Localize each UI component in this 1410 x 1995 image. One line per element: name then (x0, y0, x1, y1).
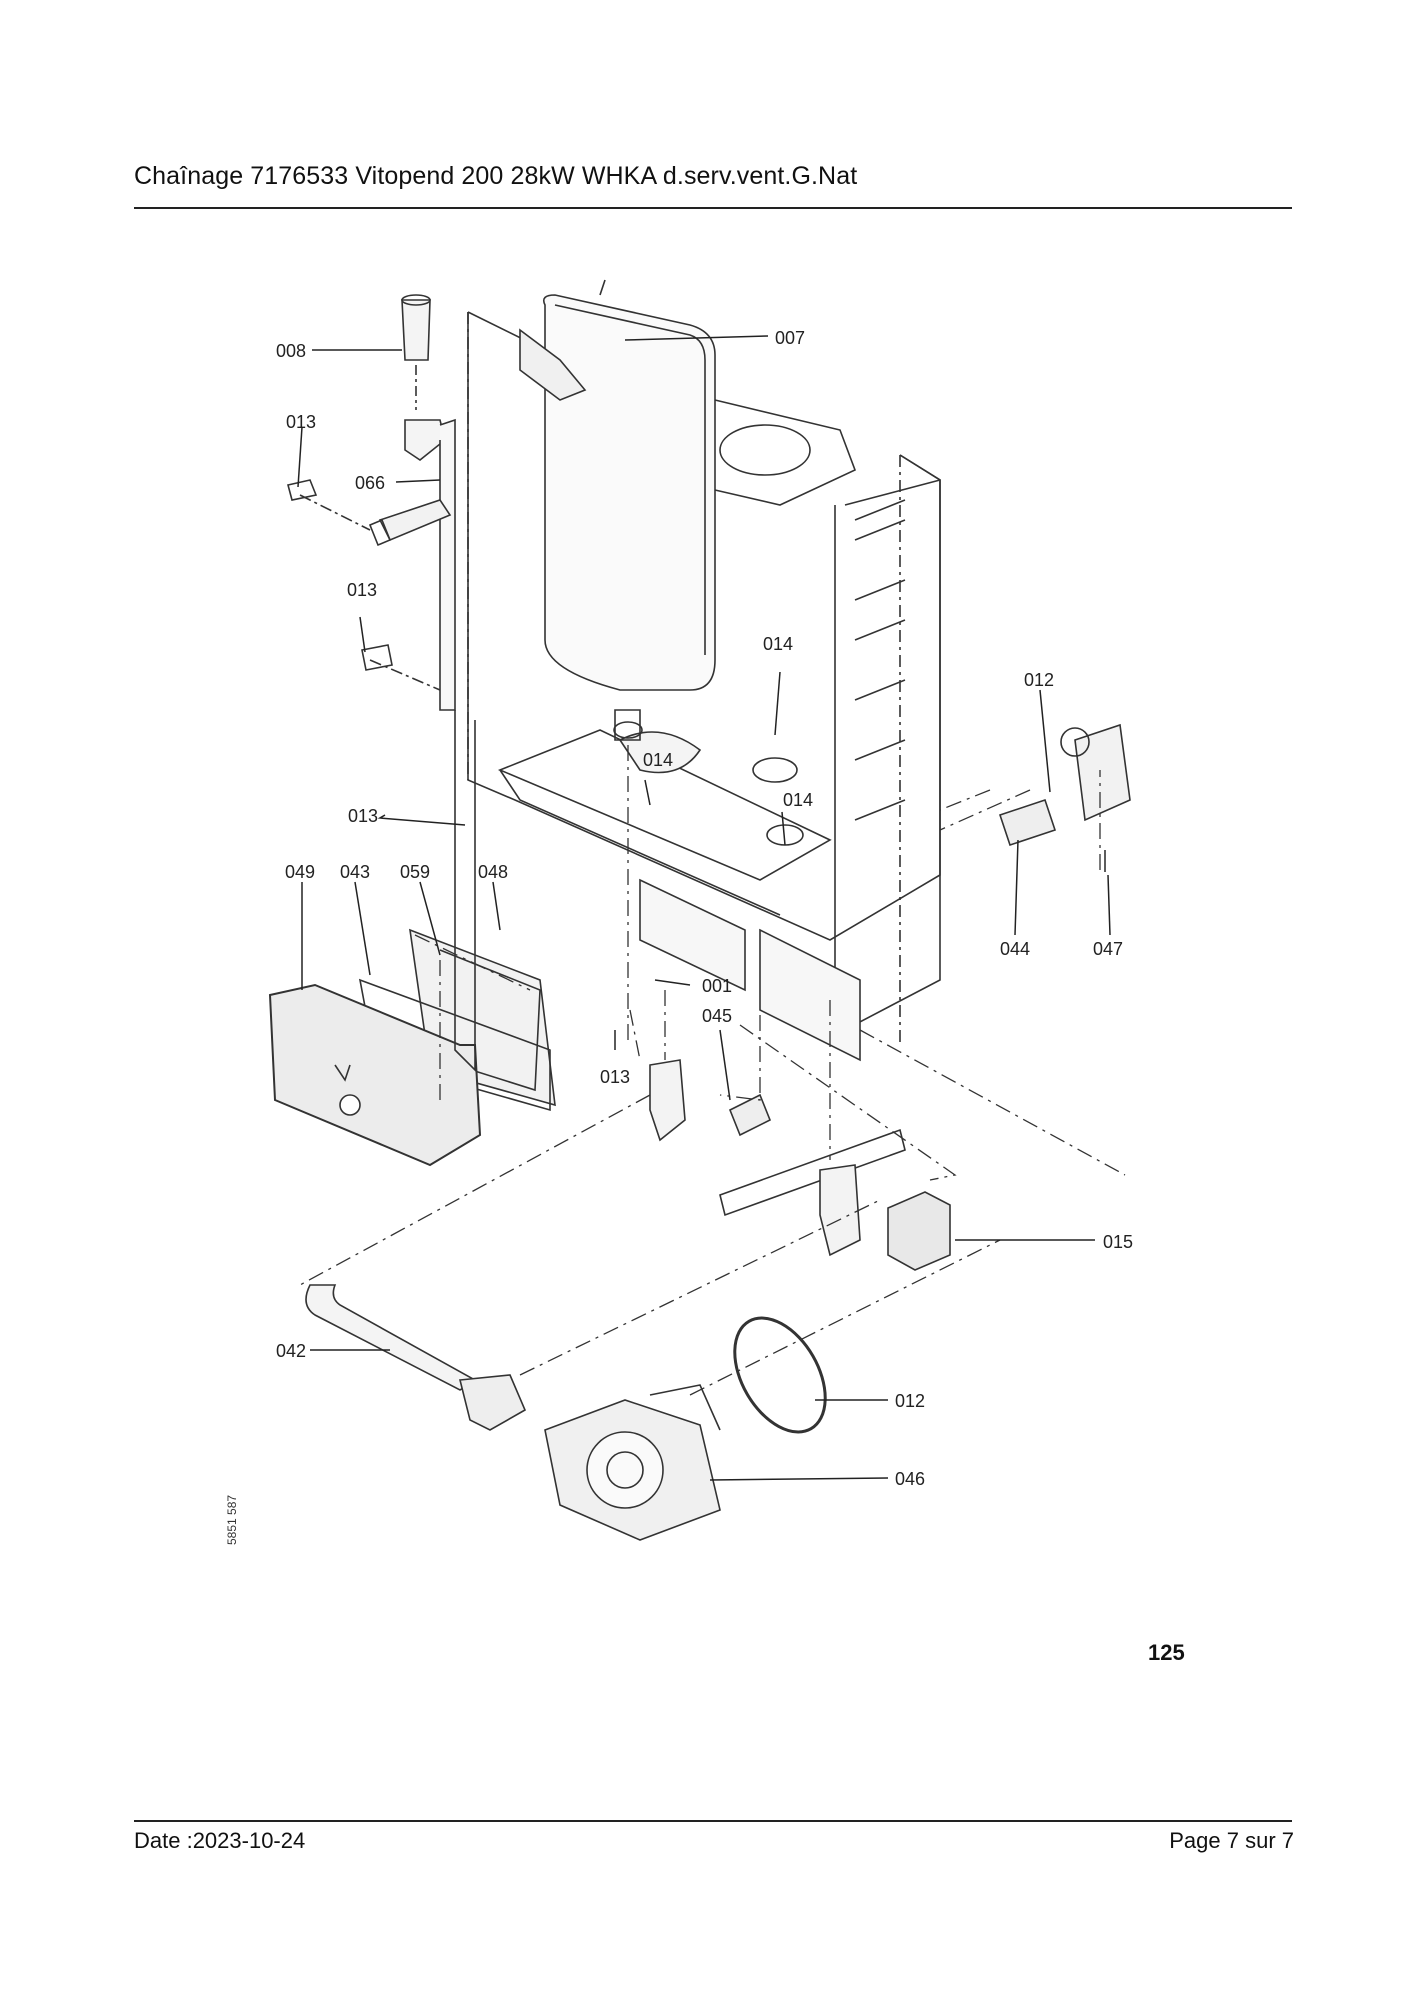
callout-014: 014 (783, 790, 813, 810)
callout-045: 045 (702, 1006, 732, 1026)
callout-066: 066 (355, 473, 385, 493)
callout-049: 049 (285, 862, 315, 882)
callout-046: 046 (895, 1469, 925, 1489)
callout-015: 015 (1103, 1232, 1133, 1252)
drawing-code: 5851 587 (225, 1494, 239, 1545)
callout-013: 013 (286, 412, 316, 432)
callout-048: 048 (478, 862, 508, 882)
callout-013: 013 (600, 1067, 630, 1087)
callout-014: 014 (763, 634, 793, 654)
callout-043: 043 (340, 862, 370, 882)
callout-042: 042 (276, 1341, 306, 1361)
callout-013: 013 (347, 580, 377, 600)
callout-012: 012 (895, 1391, 925, 1411)
callout-044: 044 (1000, 939, 1030, 959)
diagram-page-number: 125 (1148, 1640, 1185, 1665)
callout-012: 012 (1024, 670, 1054, 690)
page-title: Chaînage 7176533 Vitopend 200 28kW WHKA … (134, 162, 858, 190)
footer-rule (134, 1820, 1292, 1822)
callout-001: 001 (702, 976, 732, 996)
callout-007: 007 (775, 328, 805, 348)
callout-014: 014 (643, 750, 673, 770)
callout-008: 008 (276, 341, 306, 361)
footer-page-indicator: Page 7 sur 7 (1169, 1828, 1294, 1853)
callout-059: 059 (400, 862, 430, 882)
callout-047: 047 (1093, 939, 1123, 959)
header-rule (134, 207, 1292, 209)
callout-013: 013 (348, 806, 378, 826)
footer-date: Date :2023-10-24 (134, 1828, 306, 1853)
